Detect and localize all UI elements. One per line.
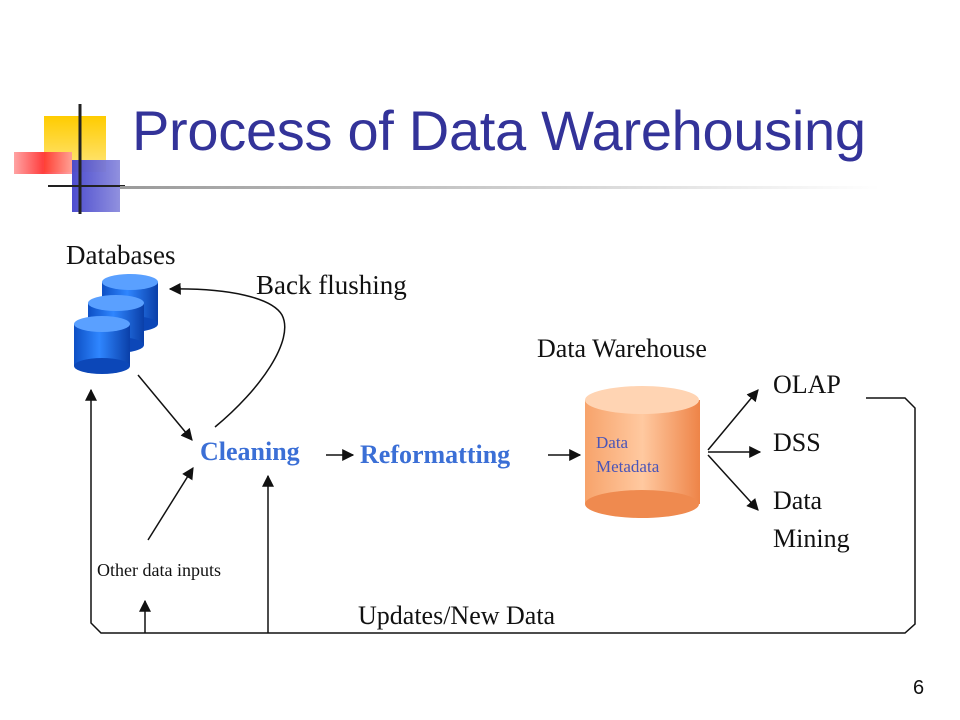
arrow-back-flushing [168,282,286,428]
arrow-other-inputs-to-cleaning [147,466,194,541]
data-mining-label-line1: Data [773,486,823,515]
page-number: 6 [913,677,925,699]
data-mining-label-line2: Mining [773,524,850,553]
arrow-warehouse-to-data-mining [707,454,759,511]
cleaning-label: Cleaning [200,437,300,466]
updates-new-data-label: Updates/New Data [358,601,556,630]
arrow-updates-loop [85,388,916,634]
warehouse-metadata-label: Metadata [596,457,660,476]
warehouse-data-label: Data [596,433,629,452]
title-underline [120,186,880,189]
dss-label: DSS [773,428,821,457]
data-warehouse-label: Data Warehouse [537,334,707,363]
database-cylinders-icon [74,274,158,374]
data-warehouse-cylinder-icon [585,386,700,518]
back-flushing-label: Back flushing [256,270,407,300]
databases-label: Databases [66,240,176,270]
reformatting-label: Reformatting [360,440,511,469]
olap-label: OLAP [773,370,841,399]
arrow-databases-to-cleaning [137,374,193,441]
title-ornament-icon [14,104,125,214]
other-data-inputs-label: Other data inputs [97,560,221,580]
page-title: Process of Data Warehousing [132,99,866,162]
arrow-warehouse-to-olap [707,389,759,451]
